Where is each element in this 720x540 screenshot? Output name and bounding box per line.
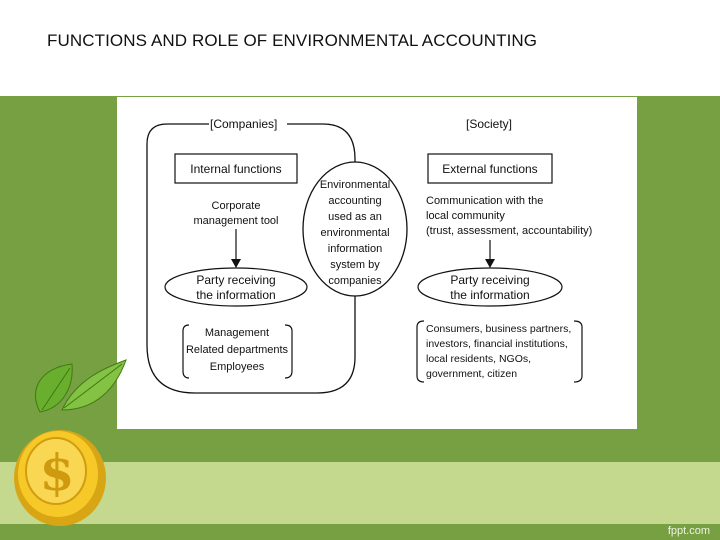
society-bracket-left bbox=[417, 321, 424, 382]
tool-line: Corporate bbox=[212, 200, 261, 212]
center-line: system by bbox=[330, 259, 380, 271]
arrow-head bbox=[231, 259, 241, 268]
companies-heading: [Companies] bbox=[210, 117, 277, 131]
companies-party: Management bbox=[205, 327, 269, 339]
society-heading: [Society] bbox=[466, 117, 512, 131]
society-party: local residents, NGOs, bbox=[426, 353, 531, 365]
society-bracket-right bbox=[574, 321, 582, 382]
internal-functions-label: Internal functions bbox=[190, 162, 281, 176]
svg-text:$: $ bbox=[40, 443, 75, 502]
leaf-icon bbox=[35, 360, 126, 412]
footer-watermark: fppt.com bbox=[668, 525, 710, 537]
tool-line: management tool bbox=[194, 215, 279, 227]
companies-party: Related departments bbox=[186, 344, 289, 356]
receiver-line: Party receiving bbox=[196, 273, 275, 287]
external-functions-label: External functions bbox=[442, 162, 537, 176]
center-line: companies bbox=[328, 275, 382, 287]
dollar-coin-icon: $ bbox=[14, 430, 106, 526]
slide-title: FUNCTIONS AND ROLE OF ENVIRONMENTAL ACCO… bbox=[47, 31, 537, 51]
society-party: investors, financial institutions, bbox=[426, 338, 568, 350]
center-line: environmental bbox=[320, 227, 389, 239]
society-party: government, citizen bbox=[426, 368, 517, 380]
receiver-line: Party receiving bbox=[450, 273, 529, 287]
comm-line: (trust, assessment, accountability) bbox=[426, 225, 592, 237]
center-line: used as an bbox=[328, 211, 382, 223]
receiver-line: the information bbox=[196, 288, 275, 302]
comm-line: Communication with the bbox=[426, 195, 543, 207]
receiver-line: the information bbox=[450, 288, 529, 302]
center-line: accounting bbox=[328, 195, 381, 207]
arrow-head bbox=[485, 259, 495, 268]
center-line: Environmental bbox=[320, 179, 390, 191]
diagram: [Companies] Internal functions Corporate… bbox=[117, 97, 637, 429]
companies-party: Employees bbox=[210, 361, 265, 373]
center-line: information bbox=[328, 243, 382, 255]
comm-line: local community bbox=[426, 210, 505, 222]
diagram-panel: [Companies] Internal functions Corporate… bbox=[117, 97, 637, 429]
society-party: Consumers, business partners, bbox=[426, 323, 571, 335]
coin-and-leaves-decoration: $ bbox=[0, 340, 150, 540]
